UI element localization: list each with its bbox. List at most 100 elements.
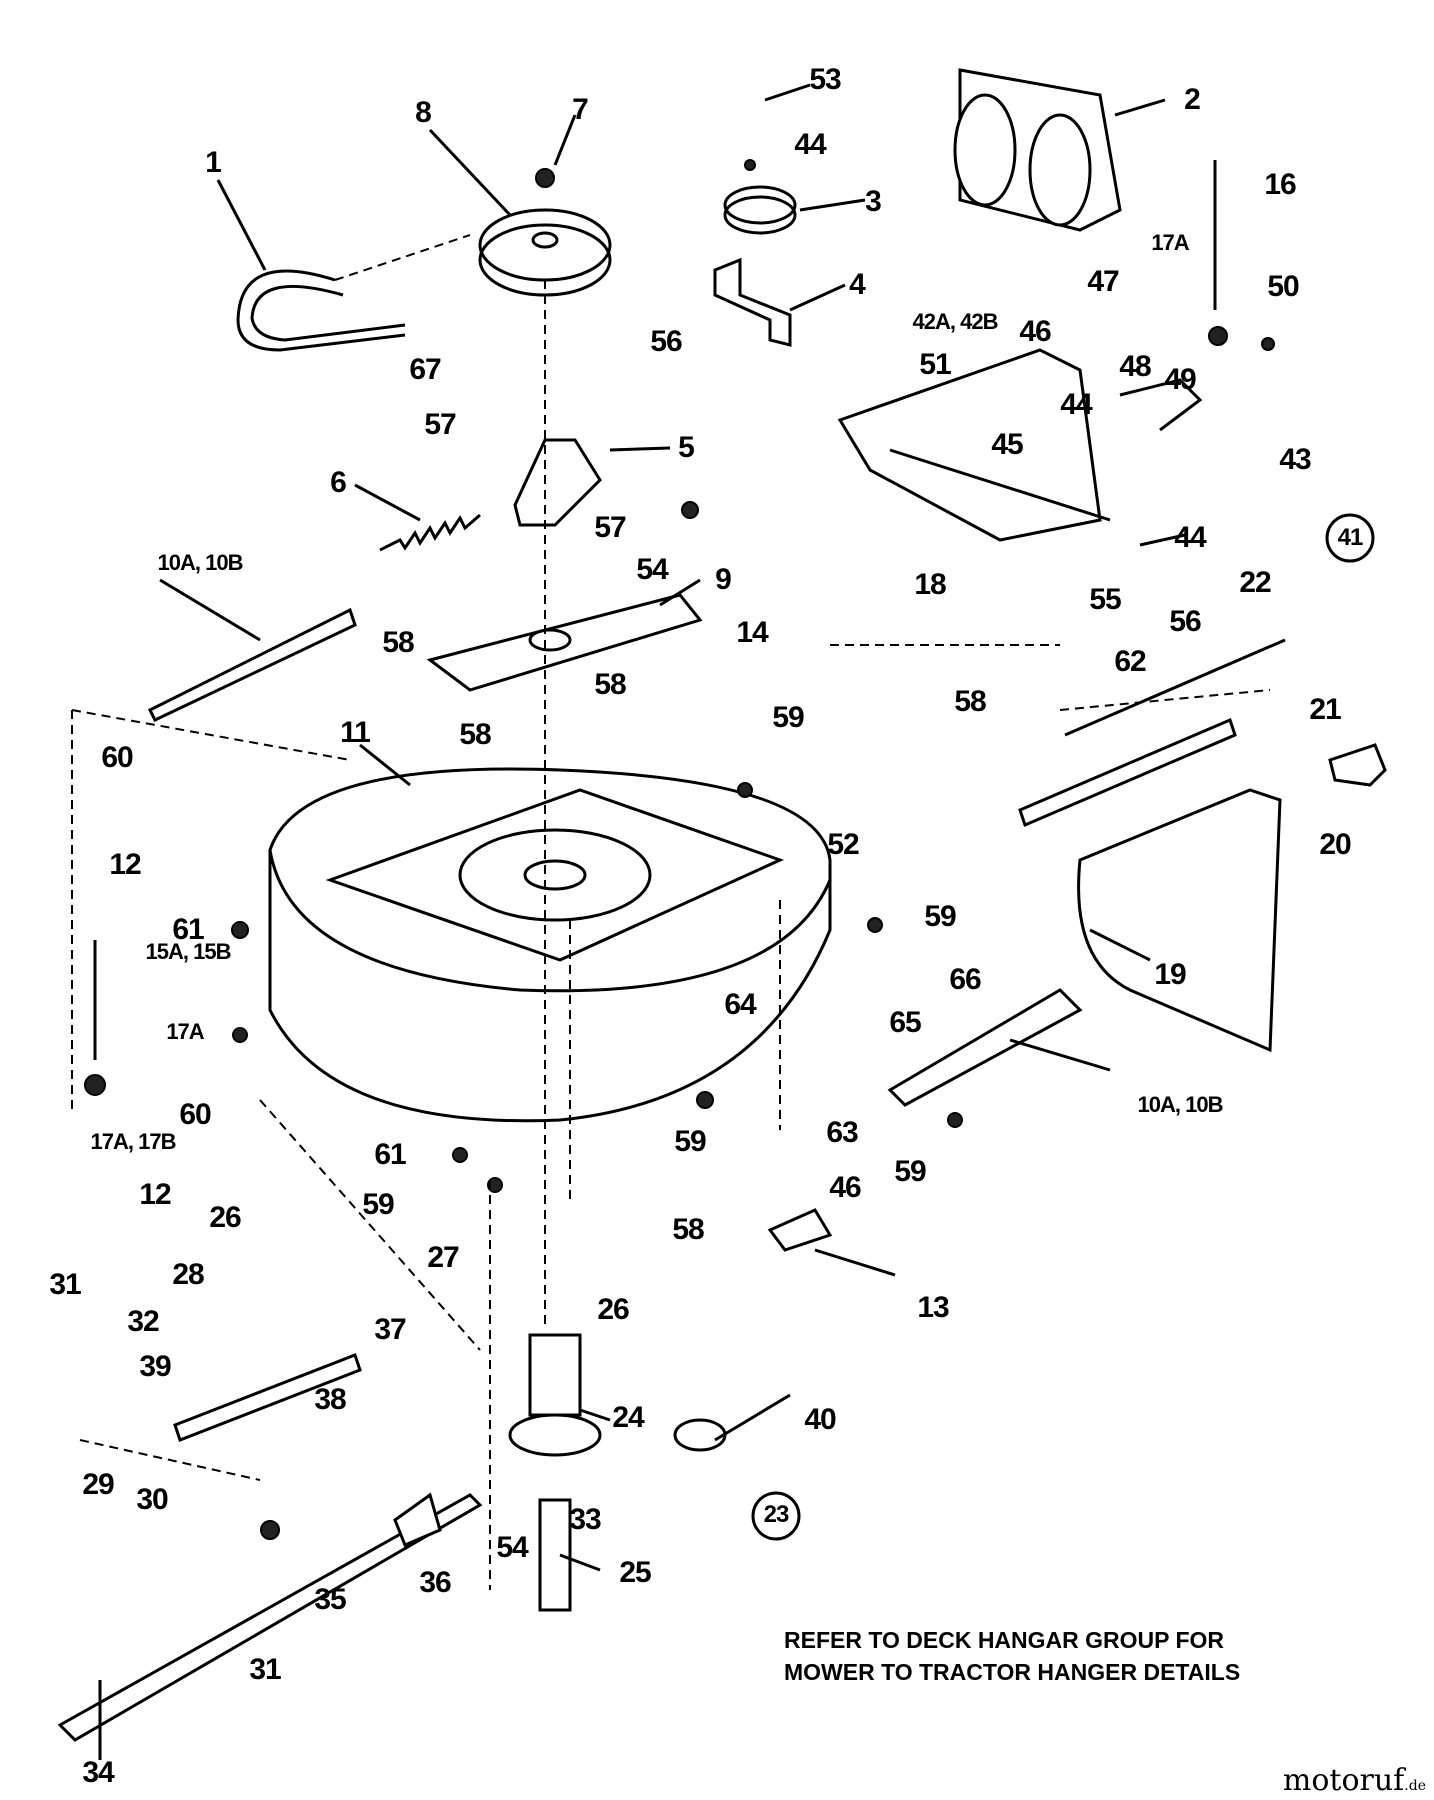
- callout-31-left: 31: [49, 1268, 81, 1301]
- reference-note: REFER TO DECK HANGAR GROUP FOR MOWER TO …: [784, 1624, 1240, 1688]
- callout-47: 47: [1087, 265, 1119, 298]
- callout-63: 63: [826, 1116, 858, 1149]
- callout-20: 20: [1319, 828, 1351, 861]
- alignment-lines: [71, 234, 1271, 1590]
- callout-59-e: 59: [894, 1155, 926, 1188]
- callout-42ab: 42A, 42B: [912, 309, 999, 334]
- callout-66: 66: [949, 963, 981, 996]
- callout-40: 40: [804, 1403, 836, 1436]
- callout-48: 48: [1119, 350, 1151, 383]
- callout-37: 37: [374, 1313, 406, 1346]
- callout-15ab: 15A, 15B: [145, 939, 232, 964]
- callout-41-circle: [1325, 513, 1375, 563]
- callout-4: 4: [849, 268, 866, 301]
- callout-26-right: 26: [597, 1293, 629, 1326]
- rod: [1064, 638, 1286, 737]
- reference-note-line2: MOWER TO TRACTOR HANGER DETAILS: [784, 1659, 1241, 1685]
- callout-25: 25: [619, 1556, 651, 1589]
- callout-43: 43: [1279, 443, 1311, 476]
- callout-22: 22: [1239, 566, 1271, 599]
- callout-28: 28: [172, 1258, 204, 1291]
- callout-32: 32: [127, 1305, 159, 1338]
- watermark: motoruf.de: [1283, 1763, 1426, 1798]
- callout-46-bottom: 46: [829, 1171, 861, 1204]
- callout-54-bottom: 54: [496, 1531, 528, 1564]
- callout-59-d: 59: [362, 1188, 394, 1221]
- callout-58-a: 58: [382, 626, 414, 659]
- watermark-brand: motoruf: [1282, 1763, 1405, 1798]
- callout-10ab-left: 10A, 10B: [157, 550, 244, 575]
- idler-bracket: [713, 257, 792, 347]
- deck-plate: [426, 593, 703, 692]
- callout-60-top: 60: [101, 741, 133, 774]
- spindle-assembly: [508, 1333, 602, 1612]
- callout-59-a: 59: [772, 701, 804, 734]
- callout-33: 33: [569, 1503, 601, 1536]
- tension-spring: [379, 513, 481, 552]
- callout-12-bottom: 12: [139, 1178, 171, 1211]
- callout-24: 24: [612, 1401, 644, 1434]
- callout-17a-top: 17A: [1151, 230, 1189, 255]
- callout-59-b: 59: [924, 900, 956, 933]
- callout-5: 5: [678, 431, 695, 464]
- callout-31-bottom: 31: [249, 1653, 281, 1686]
- callout-16: 16: [1264, 168, 1296, 201]
- shield: [1328, 743, 1387, 787]
- callout-45: 45: [991, 428, 1023, 461]
- drive-belt: [236, 269, 406, 352]
- callout-12-top: 12: [109, 848, 141, 881]
- belt-guard: [1077, 788, 1282, 1053]
- callout-57-mid: 57: [594, 511, 626, 544]
- callout-59-c: 59: [674, 1125, 706, 1158]
- blade-adapter: [173, 1353, 362, 1442]
- callout-53: 53: [809, 63, 841, 96]
- callout-52: 52: [827, 828, 859, 861]
- mower-blade: [57, 1493, 483, 1742]
- callout-51: 51: [919, 348, 951, 381]
- callout-50: 50: [1267, 270, 1299, 303]
- callout-58-e: 58: [672, 1213, 704, 1246]
- callout-6: 6: [330, 466, 347, 499]
- callout-26-top: 26: [209, 1201, 241, 1234]
- callout-46-top: 46: [1019, 315, 1051, 348]
- callout-60-bottom: 60: [179, 1098, 211, 1131]
- guard-bracket: [1018, 717, 1237, 828]
- callout-56-top: 56: [650, 325, 682, 358]
- callout-17ab: 17A, 17B: [90, 1129, 177, 1154]
- callout-17a-left: 17A: [166, 1019, 204, 1044]
- callout-58-d: 58: [954, 685, 986, 718]
- callout-3: 3: [865, 185, 882, 218]
- callout-30: 30: [136, 1483, 168, 1516]
- bearing: [673, 1418, 727, 1452]
- callout-65: 65: [889, 1006, 921, 1039]
- callout-44-top: 44: [794, 128, 826, 161]
- stiffener-left: [147, 607, 357, 722]
- decal: [767, 1208, 833, 1252]
- callout-61-bottom: 61: [374, 1138, 406, 1171]
- callout-21: 21: [1309, 693, 1341, 726]
- callout-23-circle: [751, 1491, 801, 1541]
- upper-pulley-assembly: [953, 68, 1122, 232]
- leader-lines: [98, 83, 1186, 1760]
- callout-1: 1: [205, 146, 222, 179]
- bracket: [393, 1492, 442, 1547]
- callout-44-mid: 44: [1060, 388, 1092, 421]
- callout-34: 34: [82, 1756, 114, 1789]
- callout-39: 39: [139, 1350, 171, 1383]
- idler-pulley: [723, 195, 797, 235]
- callout-67: 67: [409, 353, 441, 386]
- callout-13: 13: [917, 1291, 949, 1324]
- callout-61-top: 61: [172, 913, 204, 946]
- stiffener-right: [887, 988, 1083, 1107]
- callout-35: 35: [314, 1583, 346, 1616]
- callout-36: 36: [419, 1566, 451, 1599]
- callout-64: 64: [724, 988, 756, 1021]
- lift-arm-assembly: [837, 348, 1203, 542]
- callout-2: 2: [1184, 83, 1201, 116]
- callout-56-right: 56: [1169, 605, 1201, 638]
- callout-7: 7: [572, 93, 589, 126]
- callout-29: 29: [82, 1468, 114, 1501]
- callout-44-bottom: 44: [1174, 521, 1206, 554]
- callout-62: 62: [1114, 645, 1146, 678]
